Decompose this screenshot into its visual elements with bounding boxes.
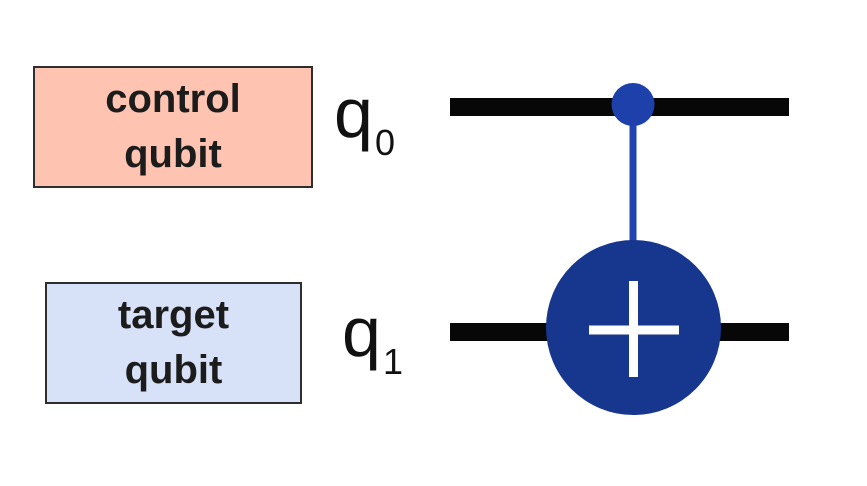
target-box-line1: target (117, 293, 230, 337)
q0-subscript: 0 (374, 122, 395, 163)
qubit-label-q1: q1 (342, 297, 403, 380)
control-box-line2: qubit (124, 132, 222, 176)
target-qubit-label-box: target qubit (45, 282, 302, 404)
q1-subscript: 1 (382, 341, 403, 382)
q0-name: q (334, 74, 373, 152)
plus-vertical-bar (629, 281, 638, 377)
control-target-connector-line (629, 108, 637, 253)
qubit-label-q0: q0 (334, 78, 395, 161)
control-qubit-label-box: control qubit (33, 66, 313, 188)
q1-name: q (342, 293, 381, 371)
control-box-line1: control (105, 77, 241, 121)
target-box-line2: qubit (124, 348, 223, 392)
control-dot-icon (611, 83, 655, 126)
